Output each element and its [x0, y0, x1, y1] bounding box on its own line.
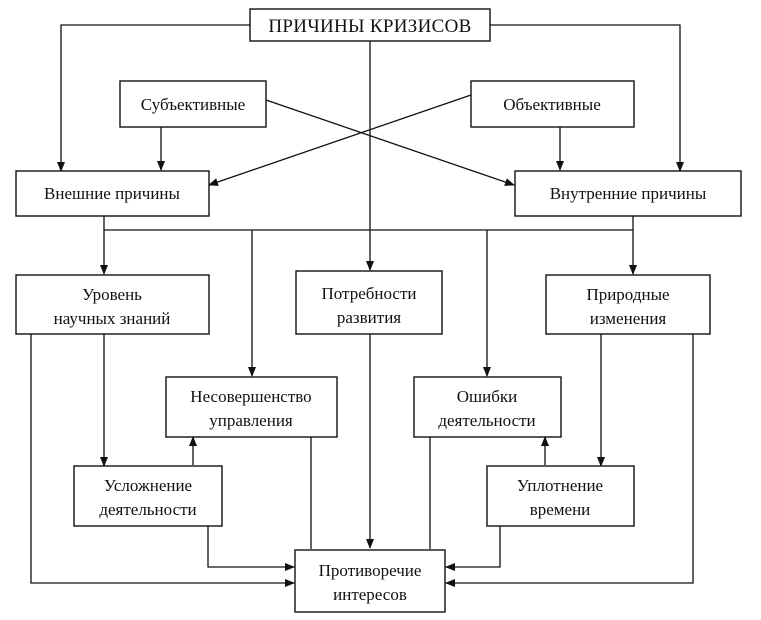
- node-knowledge: Уровень научных знаний: [15, 274, 210, 335]
- node-complication: Усложнение деятельности: [73, 465, 223, 527]
- node-errors: Ошибки деятельности: [413, 376, 562, 438]
- node-errors-label-1: Ошибки: [457, 387, 517, 406]
- node-objective: Объективные: [470, 80, 635, 128]
- node-natural: Природные изменения: [545, 274, 711, 335]
- node-time: Уплотнение времени: [486, 465, 635, 527]
- edge-title-to-external: [57, 24, 250, 172]
- node-title-label: ПРИЧИНЫ КРИЗИСОВ: [268, 16, 471, 37]
- node-contradiction-label-2: интересов: [333, 585, 407, 604]
- node-complication-label-1: Усложнение: [104, 476, 192, 495]
- node-knowledge-label-2: научных знаний: [54, 309, 171, 328]
- edge-natural-to-contradiction: [445, 334, 694, 587]
- node-management: Несовершенство управления: [165, 376, 338, 438]
- node-contradiction: Противоречие интересов: [294, 549, 446, 613]
- node-contradiction-label-1: Противоречие: [319, 561, 422, 580]
- node-time-label-2: времени: [530, 500, 591, 519]
- node-external: Внешние причины: [15, 170, 210, 217]
- diagram-nodes: ПРИЧИНЫ КРИЗИСОВ Субъективные Объективны…: [15, 8, 742, 613]
- edge-complication-to-contradiction: [207, 526, 295, 571]
- node-subjective-label: Субъективные: [141, 95, 245, 114]
- node-internal: Внутренние причины: [514, 170, 742, 217]
- node-knowledge-label-1: Уровень: [82, 285, 142, 304]
- node-needs-label-2: развития: [337, 308, 401, 327]
- node-needs-label-1: Потребности: [322, 284, 417, 303]
- edge-objective-to-external: [208, 94, 472, 186]
- edge-time-to-contradiction: [445, 526, 501, 571]
- node-internal-label: Внутренние причины: [550, 184, 707, 203]
- node-title: ПРИЧИНЫ КРИЗИСОВ: [249, 8, 491, 42]
- node-management-label-1: Несовершенство: [190, 387, 311, 406]
- node-needs: Потребности развития: [295, 270, 443, 335]
- node-external-label: Внешние причины: [44, 184, 181, 203]
- edge-subjective-to-internal: [265, 99, 515, 186]
- edge-title-to-internal: [490, 24, 684, 172]
- edge-knowledge-to-contradiction: [30, 334, 295, 587]
- node-errors-label-2: деятельности: [438, 411, 535, 430]
- node-natural-label-2: изменения: [590, 309, 667, 328]
- node-management-label-2: управления: [209, 411, 293, 430]
- node-natural-label-1: Природные: [586, 285, 669, 304]
- node-complication-label-2: деятельности: [99, 500, 196, 519]
- connector-lines: [30, 24, 694, 587]
- node-objective-label: Объективные: [503, 95, 601, 114]
- node-time-label-1: Уплотнение: [517, 476, 603, 495]
- node-subjective: Субъективные: [119, 80, 267, 128]
